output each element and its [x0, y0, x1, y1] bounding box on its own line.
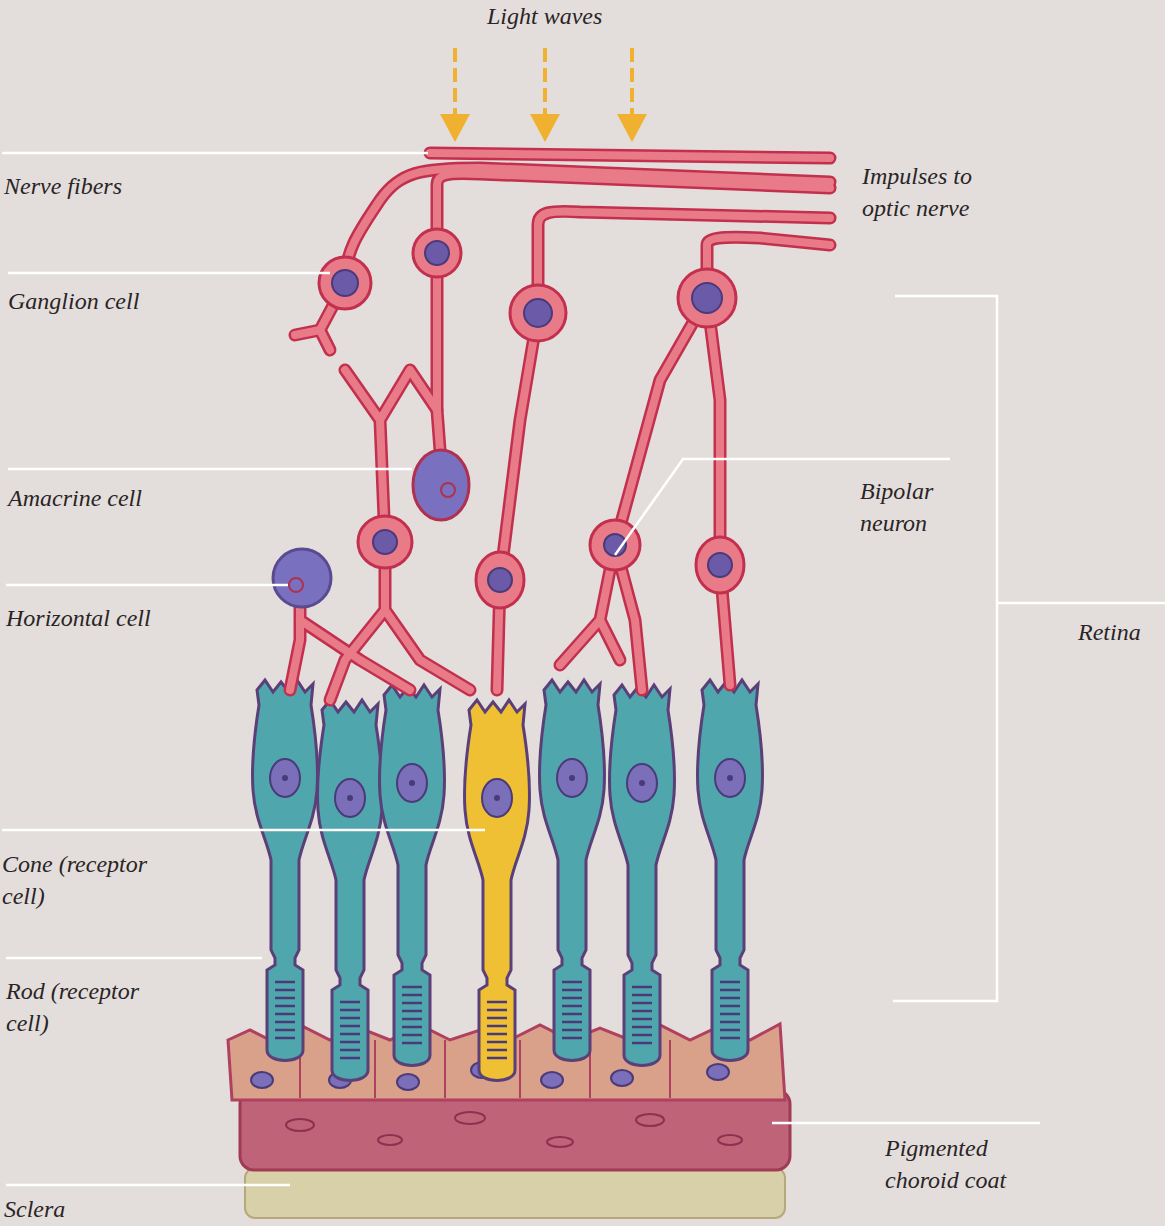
part-label: Light waves: [487, 0, 602, 32]
part-label: Rod (receptor cell): [6, 975, 181, 1039]
amacrine-cell-body: [413, 450, 469, 520]
sclera-layer: [245, 1168, 785, 1218]
photoreceptors: [252, 680, 762, 1081]
neuron-processes: [290, 153, 830, 700]
part-label: Impulses to optic nerve: [862, 160, 1012, 224]
leader-lines: [2, 153, 1165, 1185]
horizontal-nucleus: [289, 578, 303, 592]
choroid-texture: [286, 1112, 742, 1147]
part-label: Nerve fibers: [4, 170, 122, 202]
light-arrows: [440, 48, 647, 142]
part-label: Retina: [1078, 616, 1141, 648]
part-label: Bipolar neuron: [860, 475, 970, 539]
horizontal-cell-body: [273, 549, 331, 607]
part-label: Amacrine cell: [8, 482, 142, 514]
part-label: Ganglion cell: [8, 285, 139, 317]
amacrine-nucleus: [441, 483, 455, 497]
part-label: Cone (receptor cell): [2, 848, 192, 912]
part-label: Horizontal cell: [6, 602, 151, 634]
pink-cell-bodies: [319, 229, 744, 608]
cell-nuclei: [332, 241, 732, 592]
choroid-layer: [240, 1090, 790, 1170]
part-label: Pigmented choroid coat: [885, 1132, 1035, 1196]
part-label: Sclera: [4, 1193, 65, 1225]
